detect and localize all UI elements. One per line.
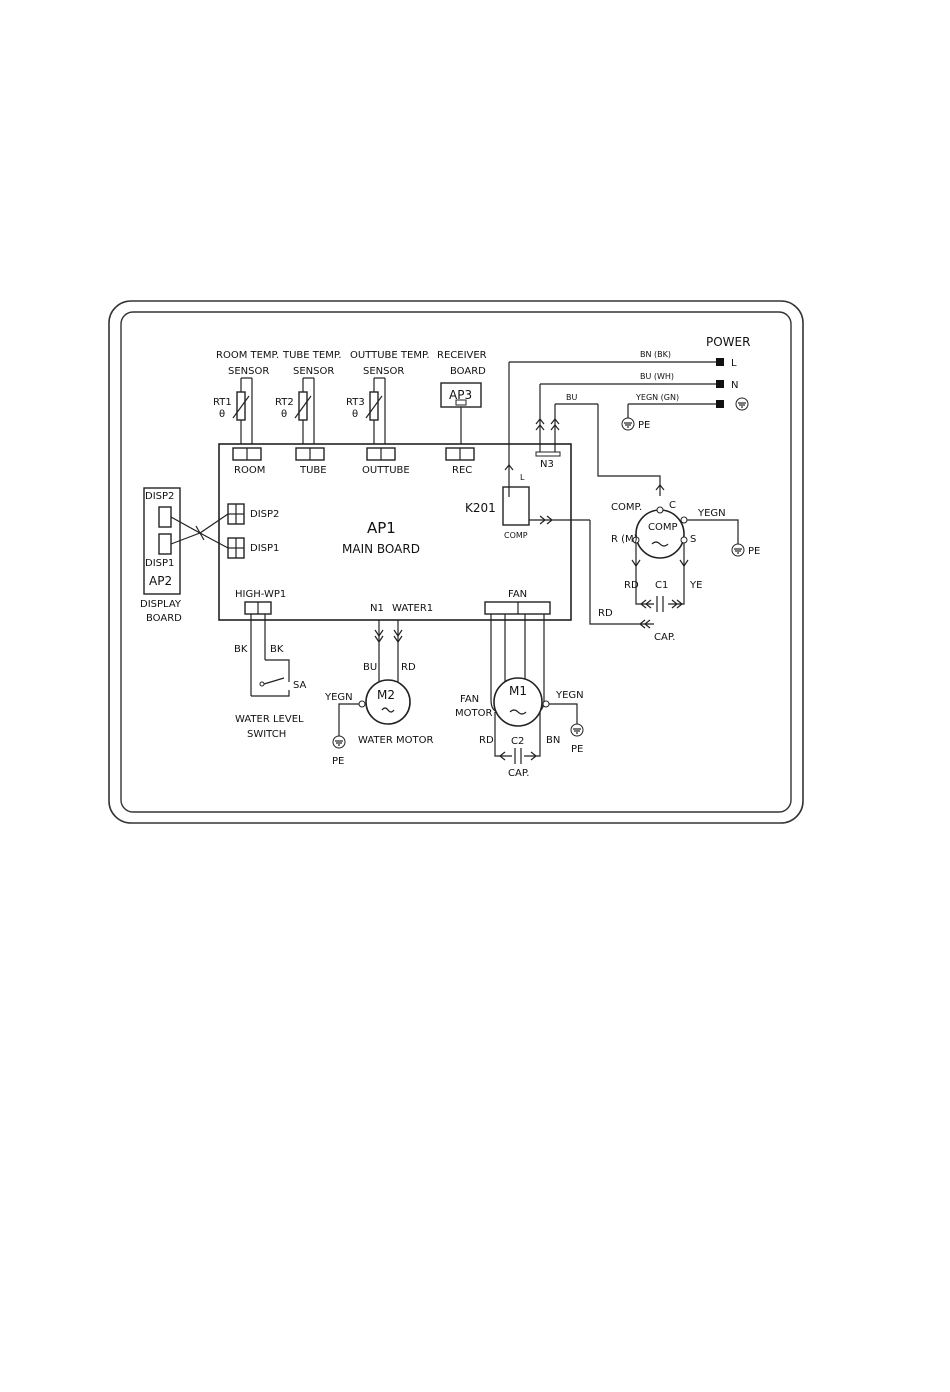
power-title: POWER xyxy=(706,335,750,349)
ap2-label: AP2 xyxy=(149,574,172,588)
ap3-label: AP3 xyxy=(449,388,472,402)
pe-ground-icon xyxy=(621,417,635,431)
comp-s-label: S xyxy=(690,534,696,545)
rt1-label: RT1 xyxy=(213,397,232,408)
inner-frame xyxy=(120,311,792,813)
pe-label-top: PE xyxy=(638,420,650,431)
ap1-label: AP1 xyxy=(367,519,396,537)
comp-ground-icon xyxy=(731,543,745,557)
sa-label: SA xyxy=(293,680,307,691)
c2-cap-label: CAP. xyxy=(508,768,529,779)
rt2-label: RT2 xyxy=(275,397,294,408)
comp-ye-label: YE xyxy=(689,580,702,591)
k201-label: K201 xyxy=(465,501,496,515)
comp-rd2-label: RD xyxy=(598,608,613,619)
water-level-caption-2: SWITCH xyxy=(247,729,286,740)
comp-rd-label: RD xyxy=(624,580,639,591)
fan-motor-caption-2: MOTOR xyxy=(455,708,492,719)
fan-bn-label: BN xyxy=(546,735,560,746)
display-board: DISP2 DISP1 AP2 DISPLAY BOARD xyxy=(140,487,229,624)
rt2-theta: θ xyxy=(281,409,287,420)
m1-ground-icon xyxy=(570,723,584,737)
comp-title: COMP. xyxy=(611,502,642,513)
ap3-box xyxy=(440,382,482,408)
m1-motor-circle xyxy=(493,677,543,727)
outer-frame xyxy=(108,300,804,824)
m1-label: M1 xyxy=(509,684,527,698)
wire-label-bn-bk: BN (BK) xyxy=(640,350,671,359)
terminal-l: L xyxy=(731,358,737,369)
n1-water1-label: N1 xyxy=(370,603,384,614)
fan-motor: FAN M1 FAN MOTOR YEGN PE RD BN C2 CAP. xyxy=(455,589,584,779)
m2-ground-icon xyxy=(332,735,346,749)
sensor-row: ROOM TEMP. SENSOR TUBE TEMP. SENSOR OUTT… xyxy=(213,350,487,450)
terminal-n: N xyxy=(731,380,738,391)
water-motor: N1 WATER1 BU RD M2 YEGN PE WATER MOTOR xyxy=(324,603,433,767)
m1-pe-label: PE xyxy=(571,744,583,755)
port-rec: REC xyxy=(452,465,472,476)
bk-label-2: BK xyxy=(270,644,284,655)
water-motor-caption: WATER MOTOR xyxy=(358,735,433,746)
c1-cap-label: CAP. xyxy=(654,632,675,643)
water-rd-label: RD xyxy=(401,662,416,673)
receiver-title: RECEIVER xyxy=(437,350,487,361)
bu-label-comp: BU xyxy=(566,393,577,402)
rt3-theta: θ xyxy=(352,409,358,420)
power-section: POWER BN (BK) L BU (WH) N YEGN (GN) PE xyxy=(509,335,750,431)
sensor-title-room: ROOM TEMP. xyxy=(216,350,279,361)
sensor-sub-room: SENSOR xyxy=(228,366,269,377)
port-tube: TUBE xyxy=(299,465,327,476)
k201-comp-port: COMP xyxy=(504,531,528,540)
board-disp1-label: DISP1 xyxy=(250,543,279,554)
disp-connectors: DISP2 DISP1 xyxy=(227,503,279,559)
wire-label-bu-wh: BU (WH) xyxy=(640,372,674,381)
m2-label: M2 xyxy=(377,688,395,702)
display-caption-1: DISPLAY xyxy=(140,599,182,610)
c2-label: C2 xyxy=(511,736,524,747)
comp-circle xyxy=(635,509,685,559)
m2-motor-circle xyxy=(365,679,411,725)
compressor: COMP. C COMP R (M) S YEGN PE RD YE C1 CA… xyxy=(589,500,760,643)
receiver-sub: BOARD xyxy=(450,366,486,377)
power-ground-icon xyxy=(735,397,749,411)
sensor-sub-tube: SENSOR xyxy=(293,366,334,377)
fan-motor-caption-1: FAN xyxy=(460,694,479,705)
comp-id-label: COMP xyxy=(648,522,678,533)
bk-label-1: BK xyxy=(234,644,248,655)
main-board-box xyxy=(218,443,572,621)
fan-port-label: FAN xyxy=(508,589,527,600)
sensor-title-outtube: OUTTUBE TEMP. xyxy=(350,350,430,361)
water1-label: WATER1 xyxy=(392,603,433,614)
k201-terminal-l: L xyxy=(520,473,525,482)
water-level-caption-1: WATER LEVEL xyxy=(235,714,304,725)
water-bu-label: BU xyxy=(363,662,377,673)
port-outtube: OUTTUBE xyxy=(362,465,410,476)
high-wp1-label: HIGH-WP1 xyxy=(235,589,286,600)
k201-relay: K201 L COMP xyxy=(465,473,590,540)
sensor-sub-outtube: SENSOR xyxy=(363,366,404,377)
n3-label: N3 xyxy=(540,459,554,470)
comp-r-label: R (M) xyxy=(611,534,638,545)
board-disp2-label: DISP2 xyxy=(250,509,279,520)
wire-label-yegn-gn: YEGN (GN) xyxy=(635,393,679,402)
m1-yegn-label: YEGN xyxy=(555,690,584,701)
main-board-label: MAIN BOARD xyxy=(342,542,420,556)
disp2-label: DISP2 xyxy=(145,491,174,502)
board-connectors-top: ROOM TUBE OUTTUBE REC xyxy=(232,447,475,476)
m2-pe-label: PE xyxy=(332,756,344,767)
c1-label: C1 xyxy=(655,580,668,591)
comp-yegn-label: YEGN xyxy=(697,508,726,519)
comp-c-label: C xyxy=(669,500,676,511)
disp1-label: DISP1 xyxy=(145,558,174,569)
rt3-label: RT3 xyxy=(346,397,365,408)
comp-pe-label: PE xyxy=(748,546,760,557)
port-room: ROOM xyxy=(234,465,265,476)
display-caption-2: BOARD xyxy=(146,613,182,624)
rt1-theta: θ xyxy=(219,409,225,420)
sensor-title-tube: TUBE TEMP. xyxy=(282,350,342,361)
fan-rd-label: RD xyxy=(479,735,494,746)
water-level-switch: HIGH-WP1 BK BK SA WATER LEVEL SWITCH xyxy=(234,589,307,740)
m2-yegn-label: YEGN xyxy=(324,692,353,703)
